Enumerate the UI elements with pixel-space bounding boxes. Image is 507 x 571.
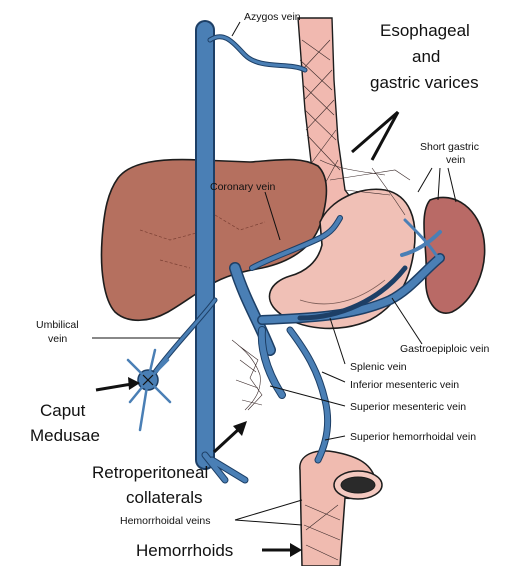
retroperitoneal-network <box>232 340 262 410</box>
labels: Azygos vein Esophageal and gastric varic… <box>30 11 489 560</box>
label-medusae: Medusae <box>30 426 100 445</box>
label-gastroepiploic-vein: Gastroepiploic vein <box>400 343 489 355</box>
label-collaterals: collaterals <box>126 488 203 507</box>
label-superior-hemorrhoidal-vein: Superior hemorrhoidal vein <box>350 431 476 443</box>
label-short-gastric-2: vein <box>446 154 465 166</box>
label-azygos-vein: Azygos vein <box>244 11 301 23</box>
rectum <box>300 451 382 566</box>
label-retroperitoneal: Retroperitoneal <box>92 463 208 482</box>
label-splenic-vein: Splenic vein <box>350 361 407 373</box>
label-caput: Caput <box>40 401 86 420</box>
label-esophageal-1: Esophageal <box>380 21 470 40</box>
label-inferior-mesenteric-vein: Inferior mesenteric vein <box>350 379 459 391</box>
label-umbilical-1: Umbilical <box>36 319 79 331</box>
label-hemorrhoids: Hemorrhoids <box>136 541 233 560</box>
label-coronary-vein: Coronary vein <box>210 181 276 193</box>
spleen <box>424 197 485 313</box>
label-hemorrhoidal-veins: Hemorrhoidal veins <box>120 515 210 527</box>
label-umbilical-2: vein <box>48 333 67 345</box>
label-esophageal-2: and <box>412 47 440 66</box>
label-short-gastric-1: Short gastric <box>420 141 479 153</box>
label-esophageal-3: gastric varices <box>370 73 479 92</box>
label-superior-mesenteric-vein: Superior mesenteric vein <box>350 401 466 413</box>
